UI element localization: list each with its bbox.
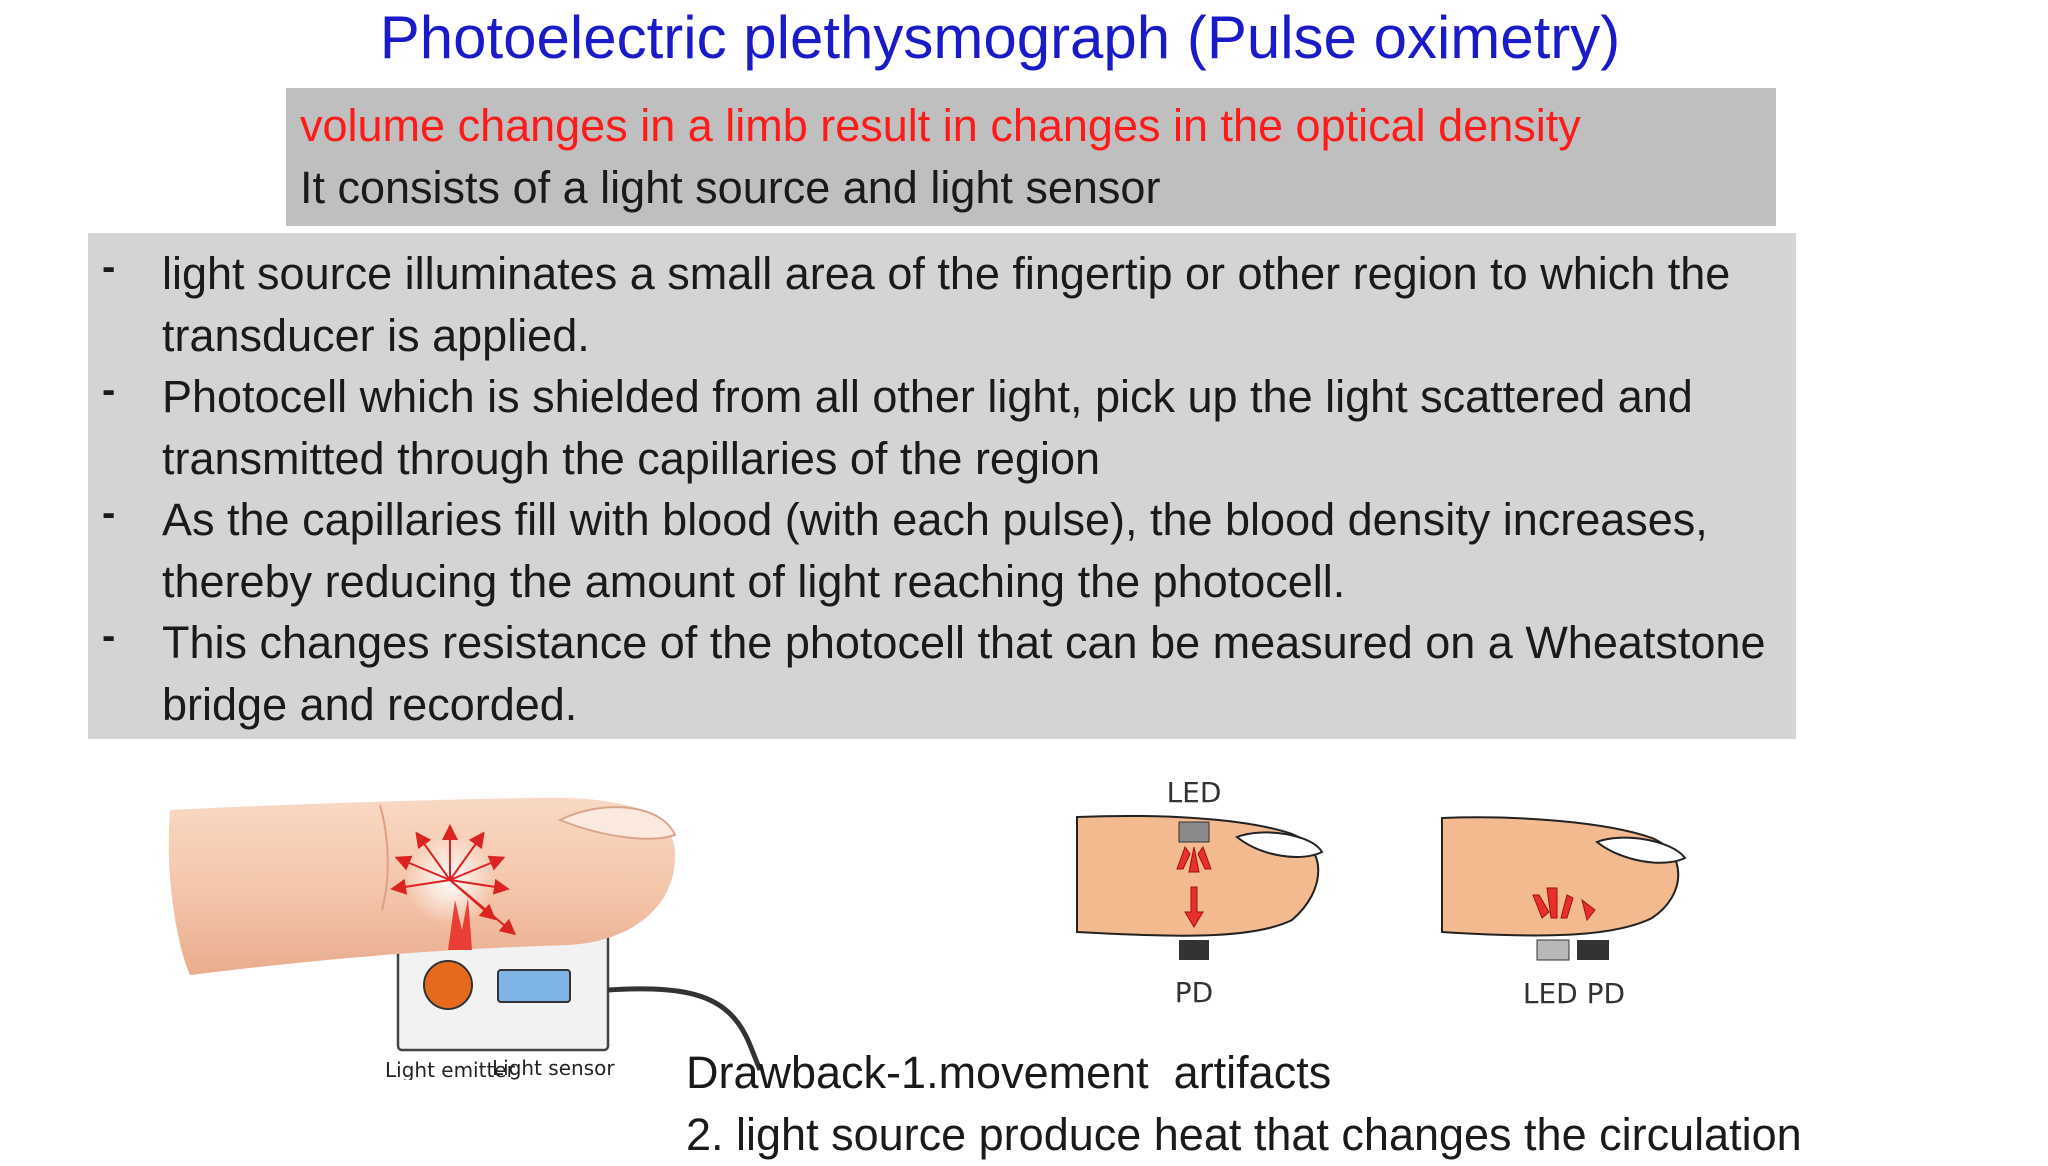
definition-box: volume changes in a limb result in chang…	[286, 88, 1776, 226]
bullet-box: - light source illuminates a small area …	[88, 233, 1796, 739]
bullet-list: - light source illuminates a small area …	[88, 243, 1796, 735]
definition-line-1: volume changes in a limb result in chang…	[300, 100, 1581, 151]
bullet-text: Photocell which is shielded from all oth…	[162, 371, 1693, 484]
fingernail	[557, 806, 677, 840]
slide-title: Photoelectric plethysmograph (Pulse oxim…	[379, 4, 1621, 71]
fingernail	[1595, 836, 1687, 864]
finger-crease	[379, 804, 389, 911]
drawback-line-1: Drawback-1.movement artifacts	[686, 1047, 1332, 1098]
reflectance-mode-diagram: LED PD	[1441, 816, 1687, 1010]
finger	[1441, 816, 1680, 937]
sensor-label: Light sensor	[492, 1056, 615, 1080]
led-block	[1178, 821, 1210, 843]
bullet-item: - This changes resistance of the photoce…	[88, 612, 1796, 735]
drawback-line-2: 2. light source produce heat that change…	[686, 1109, 1802, 1160]
drawbacks-text: Drawback-1.movement artifacts 2. light s…	[686, 1042, 1802, 1166]
pd-block	[1577, 940, 1609, 960]
sensor-cable	[607, 986, 763, 1071]
bullet-marker: -	[102, 368, 116, 412]
led-block	[1536, 939, 1570, 961]
bullet-text: light source illuminates a small area of…	[162, 248, 1731, 361]
bullet-marker: -	[102, 245, 116, 289]
light-arrows	[1176, 845, 1212, 928]
bullet-item: - Photocell which is shielded from all o…	[88, 366, 1796, 489]
finger-sensor-illustration: Light emitter Light sensor	[168, 797, 763, 1080]
light-emitter	[423, 960, 473, 1010]
bullet-item: - As the capillaries fill with blood (wi…	[88, 489, 1796, 612]
fingernail	[1235, 831, 1324, 858]
bullet-text: This changes resistance of the photocell…	[162, 617, 1766, 730]
bullet-text: As the capillaries fill with blood (with…	[162, 494, 1708, 607]
emitter-label: Light emitter	[385, 1058, 516, 1080]
bullet-marker: -	[102, 614, 116, 658]
light-arrows	[1532, 887, 1596, 922]
bullet-item: - light source illuminates a small area …	[88, 243, 1796, 366]
bullet-marker: -	[102, 491, 116, 535]
pd-label: PD	[1175, 976, 1213, 1009]
definition-line-2: It consists of a light source and light …	[300, 162, 1161, 213]
led-label: LED	[1167, 776, 1222, 809]
led-pd-label: LED PD	[1523, 977, 1625, 1010]
transmission-mode-diagram: LED PD	[1076, 776, 1324, 1009]
light-sensor	[497, 969, 571, 1003]
light-rays	[390, 824, 517, 936]
pd-block	[1179, 940, 1209, 960]
